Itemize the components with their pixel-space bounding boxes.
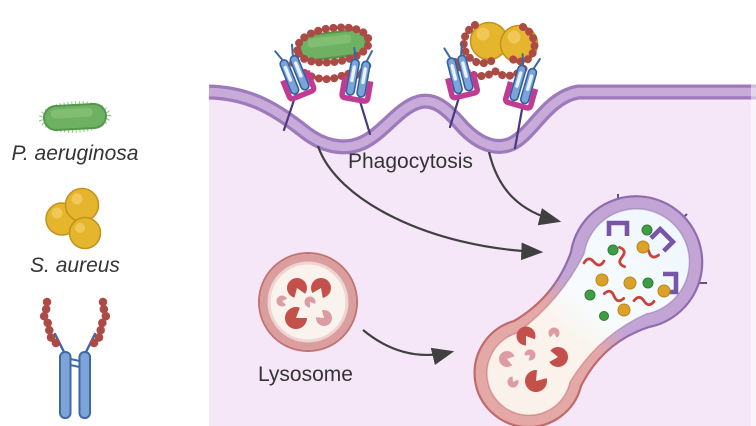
label-lysosome: Lysosome: [258, 363, 353, 386]
opsonized-s-aureus-icon: [451, 21, 539, 81]
phagocytosis-arrow-left-icon: [316, 145, 544, 261]
lysosome-fusion-arrow-icon: [362, 329, 455, 365]
phagolysosome-lumen: [486, 208, 691, 416]
legend-s-aureus-icon: [45, 187, 102, 250]
label-s-aureus: S. aureus: [30, 254, 120, 277]
arrows: [316, 145, 562, 365]
label-p-aeruginosa: P. aeruginosa: [12, 142, 139, 165]
phagolysosome-icon: [473, 194, 707, 426]
label-phagocytosis: Phagocytosis: [348, 150, 473, 173]
right-edge-fade: [751, 80, 756, 426]
phagocytosis-arrow-right-icon: [487, 151, 562, 226]
lysosome-icon: [258, 252, 358, 352]
legend-p-aeruginosa-icon: [38, 101, 112, 133]
phagosome-debris: [582, 224, 671, 321]
legend-antibody-icon: [39, 297, 111, 419]
opsonized-p-aeruginosa-icon: [289, 23, 373, 84]
